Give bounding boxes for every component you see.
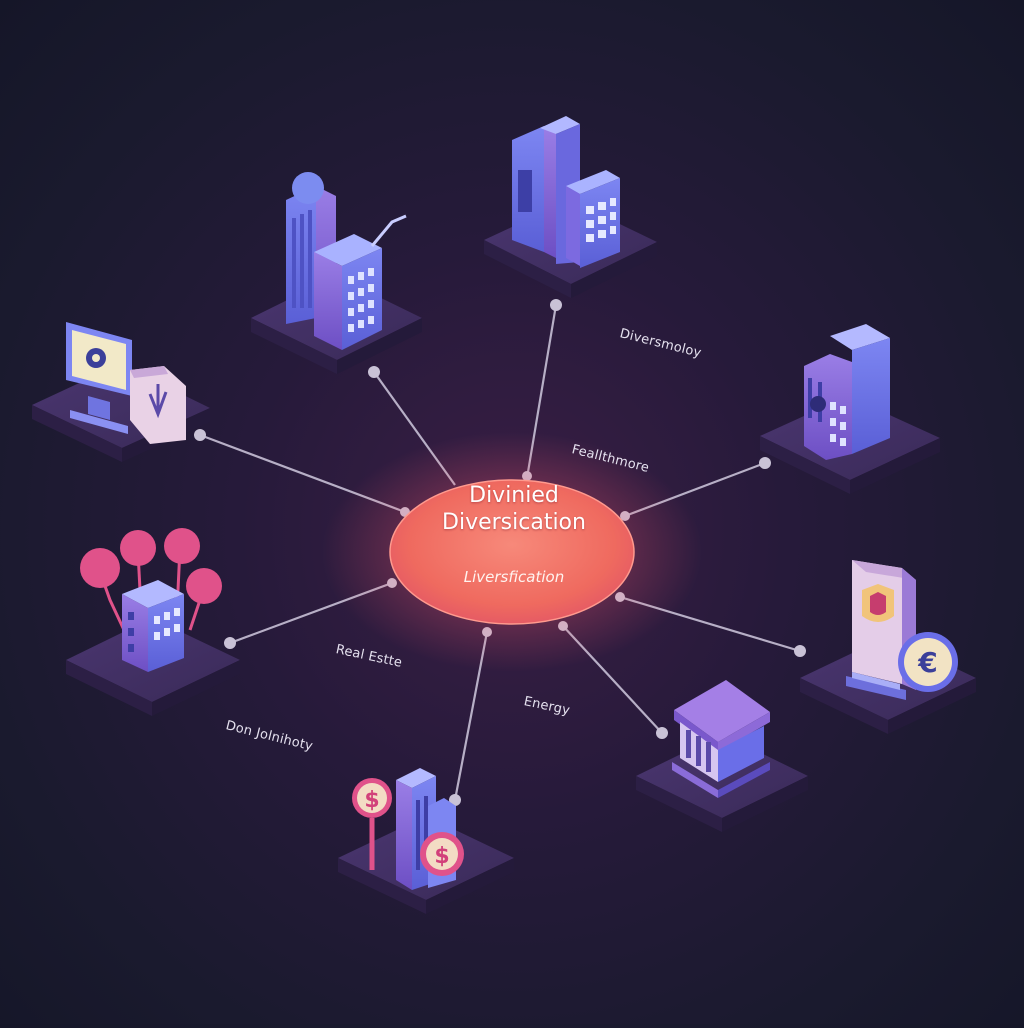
node	[194, 429, 206, 441]
node	[550, 299, 562, 311]
skyscraper-icon[interactable]	[484, 116, 657, 298]
hub-title: Divinied Diversication	[392, 482, 636, 536]
office-building-icon[interactable]	[251, 172, 422, 374]
svg-text:€: €	[917, 646, 937, 679]
hub-title-line2: Diversication	[442, 510, 586, 535]
node	[759, 457, 771, 469]
euro-coin-icon[interactable]: €	[898, 632, 958, 692]
hub-title-line1: Divinied	[469, 483, 559, 508]
bank-icon[interactable]	[636, 680, 808, 832]
dollar-tower-icon[interactable]: $ $	[338, 768, 514, 914]
shield-document-icon[interactable]	[800, 560, 976, 734]
balloon-building-icon[interactable]	[66, 528, 240, 716]
node	[656, 727, 668, 739]
svg-text:$: $	[364, 788, 379, 813]
computer-download-icon[interactable]	[32, 322, 210, 462]
svg-text:$: $	[434, 844, 449, 869]
hub-ellipse[interactable]	[389, 479, 635, 625]
node	[449, 794, 461, 806]
node	[368, 366, 380, 378]
hub-subtitle: Liversfication	[463, 568, 565, 586]
highrise-building-icon[interactable]	[760, 324, 940, 494]
node	[224, 637, 236, 649]
node	[794, 645, 806, 657]
